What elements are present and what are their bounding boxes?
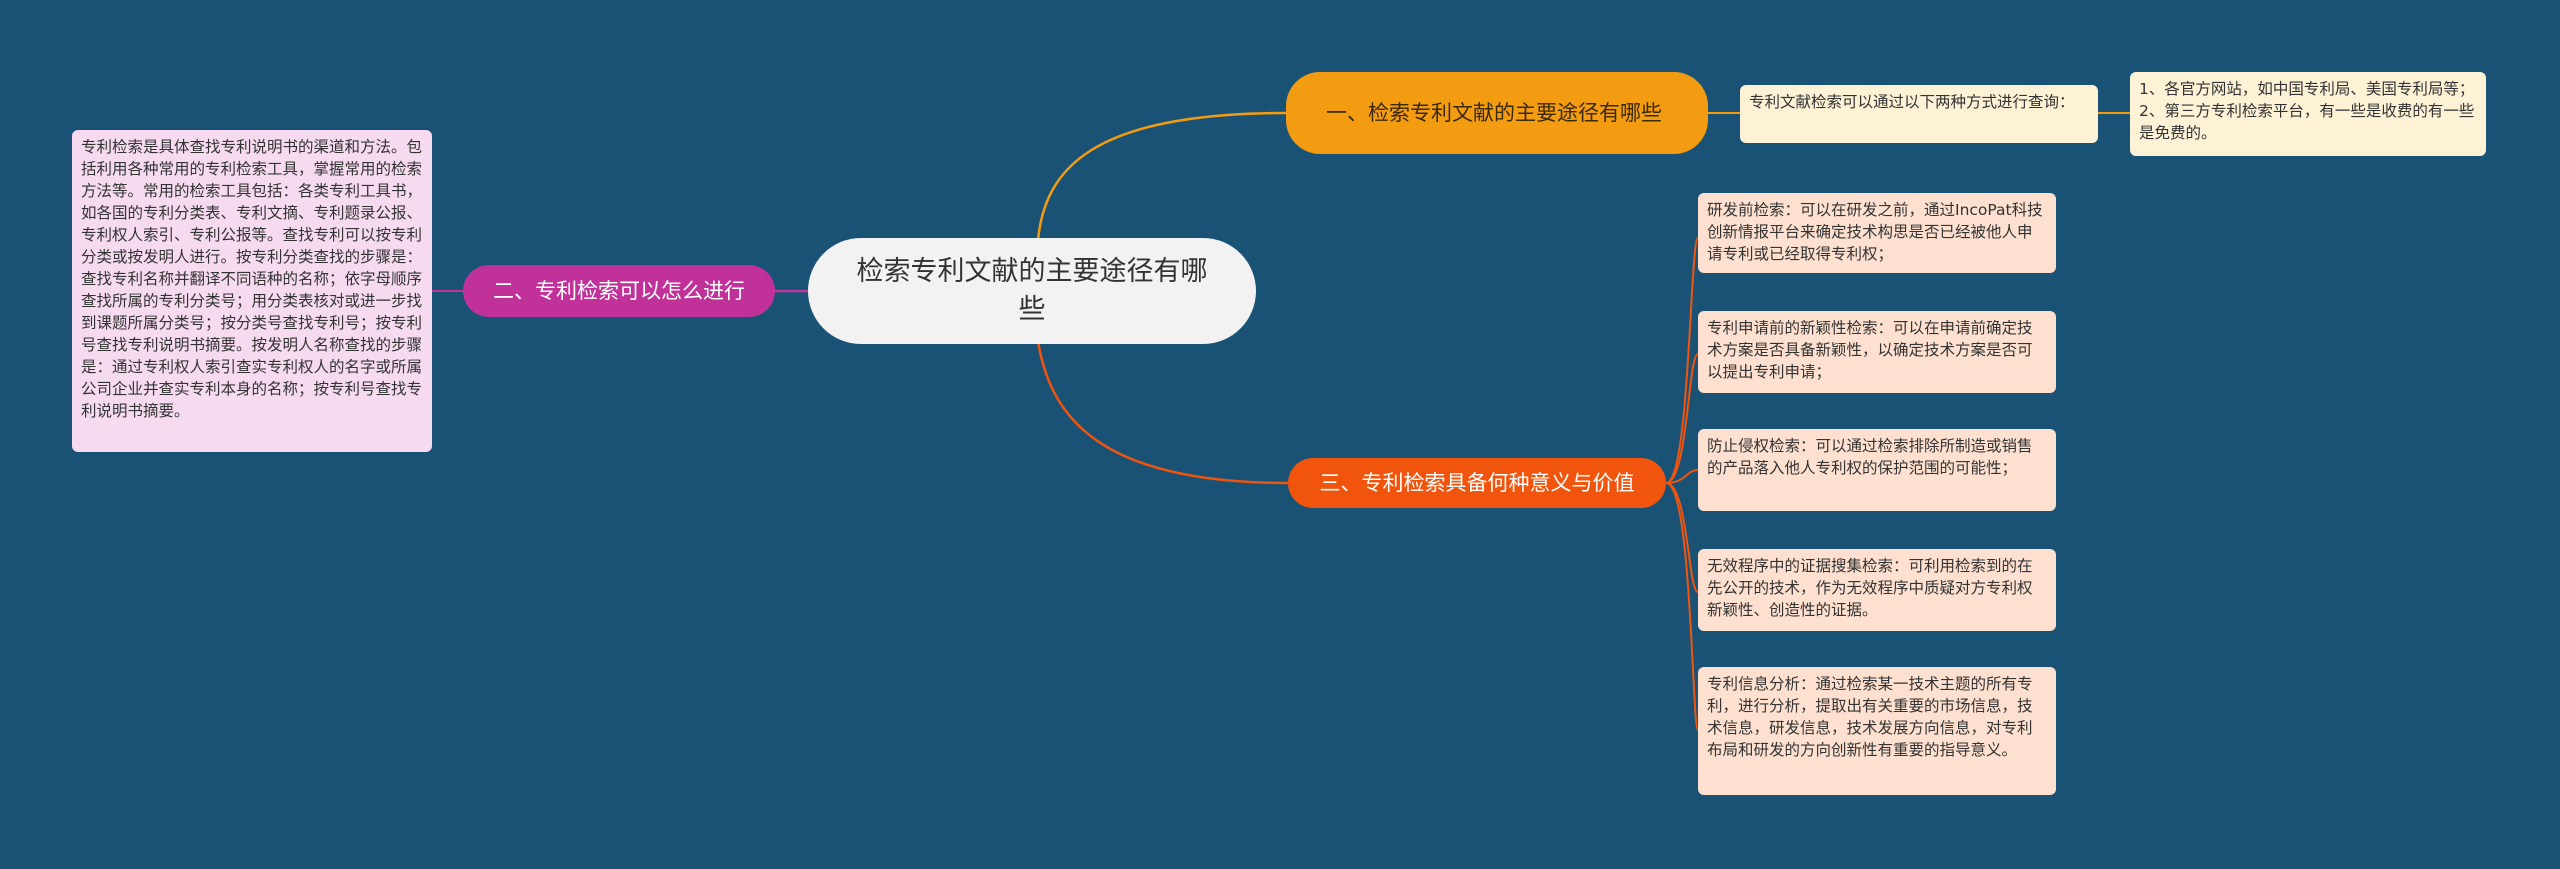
branch-3-item-5[interactable]: 专利信息分析：通过检索某一技术主题的所有专利，进行分析，提取出有关重要的市场信息… [1698, 667, 2056, 795]
root-topic[interactable]: 检索专利文献的主要途径有哪些 [808, 238, 1256, 344]
branch-1-main-routes[interactable]: 一、检索专利文献的主要途径有哪些 [1286, 72, 1708, 154]
branch-3-item-4-text: 无效程序中的证据搜集检索：可利用检索到的在先公开的技术，作为无效程序中质疑对方专… [1707, 557, 2033, 619]
connector-b3-item3 [1665, 469, 1699, 484]
branch-2-how-to-search[interactable]: 二、专利检索可以怎么进行 [463, 265, 775, 317]
branch-3-item-3-text: 防止侵权检索：可以通过检索排除所制造或销售的产品落入他人专利权的保护范围的可能性… [1707, 437, 2033, 477]
branch-3-item-3[interactable]: 防止侵权检索：可以通过检索排除所制造或销售的产品落入他人专利权的保护范围的可能性… [1698, 429, 2056, 511]
branch-1-ways-note[interactable]: 1、各官方网站，如中国专利局、美国专利局等；2、第三方专利检索平台，有一些是收费… [2130, 72, 2486, 156]
connector-b3-item1 [1665, 237, 1699, 484]
branch-2-detail-text: 专利检索是具体查找专利说明书的渠道和方法。包括利用各种常用的专利检索工具，掌握常… [81, 138, 423, 420]
branch-2-label: 二、专利检索可以怎么进行 [493, 278, 745, 303]
branch-1-intro-text: 专利文献检索可以通过以下两种方式进行查询： [1749, 93, 2075, 111]
branch-3-item-1[interactable]: 研发前检索：可以在研发之前，通过IncoPat科技创新情报平台来确定技术构思是否… [1698, 193, 2056, 273]
branch-3-item-2-text: 专利申请前的新颖性检索：可以在申请前确定技术方案是否具备新颖性，以确定技术方案是… [1707, 319, 2033, 381]
branch-1-intro-note[interactable]: 专利文献检索可以通过以下两种方式进行查询： [1740, 85, 2098, 143]
connector-b3-item2 [1665, 353, 1699, 484]
branch-3-significance[interactable]: 三、专利检索具备何种意义与价值 [1288, 458, 1666, 508]
connector-root-b1 [1036, 111, 1287, 241]
connector-root-b3 [1036, 341, 1289, 485]
root-topic-label: 检索专利文献的主要途径有哪些 [856, 256, 1208, 325]
branch-3-item-4[interactable]: 无效程序中的证据搜集检索：可利用检索到的在先公开的技术，作为无效程序中质疑对方专… [1698, 549, 2056, 631]
branch-3-item-2[interactable]: 专利申请前的新颖性检索：可以在申请前确定技术方案是否具备新颖性，以确定技术方案是… [1698, 311, 2056, 393]
branch-1-label: 一、检索专利文献的主要途径有哪些 [1326, 100, 1662, 125]
branch-3-item-5-text: 专利信息分析：通过检索某一技术主题的所有专利，进行分析，提取出有关重要的市场信息… [1707, 675, 2033, 759]
branch-2-detail-note[interactable]: 专利检索是具体查找专利说明书的渠道和方法。包括利用各种常用的专利检索工具，掌握常… [72, 130, 432, 452]
branch-3-label: 三、专利检索具备何种意义与价值 [1319, 470, 1635, 495]
connector-b3-item4 [1665, 482, 1699, 593]
branch-3-item-1-text: 研发前检索：可以在研发之前，通过IncoPat科技创新情报平台来确定技术构思是否… [1707, 201, 2043, 263]
connector-b3-item5 [1665, 482, 1699, 731]
branch-1-ways-text: 1、各官方网站，如中国专利局、美国专利局等；2、第三方专利检索平台，有一些是收费… [2139, 80, 2475, 142]
